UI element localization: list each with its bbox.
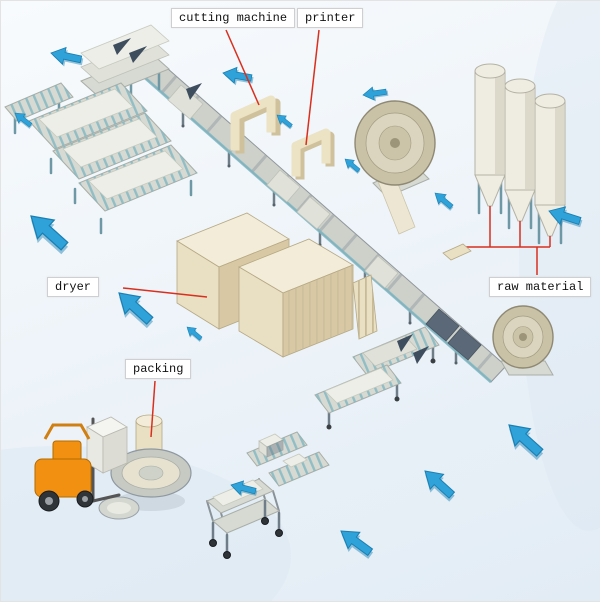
leader-packing xyxy=(150,380,156,438)
flow-arrow xyxy=(19,206,76,261)
raw-material-feed-pipes xyxy=(450,206,551,275)
label-dryer: dryer xyxy=(47,277,100,297)
label-printer: printer xyxy=(297,8,364,28)
flow-arrow xyxy=(333,522,379,565)
label-cutting-machine: cutting machine xyxy=(171,8,296,28)
flow-arrow xyxy=(361,84,390,104)
silo-2 xyxy=(504,78,536,230)
label-raw-material: raw material xyxy=(489,277,592,297)
silo-3 xyxy=(534,93,566,245)
leader-cutting-machine xyxy=(225,29,260,106)
forklift-load-box xyxy=(86,416,128,474)
printer-machine xyxy=(291,128,335,180)
dryer-unit xyxy=(176,212,378,358)
silo-1 xyxy=(474,63,506,215)
flow-arrow xyxy=(429,188,457,214)
label-leader-lines xyxy=(122,29,320,438)
board-storage-tables xyxy=(28,82,198,235)
small-transfer-tables xyxy=(246,431,330,487)
cutting-machine xyxy=(230,95,281,154)
leader-dryer xyxy=(122,287,208,298)
forklift xyxy=(34,416,128,512)
dryer-block-front xyxy=(238,238,354,358)
cross-transfer-conveyors xyxy=(314,326,440,430)
dryer-outfeed-slats xyxy=(352,274,378,340)
raw-material-silos xyxy=(442,63,566,275)
flow-arrow xyxy=(48,44,86,71)
feed-deflector xyxy=(442,243,472,261)
leader-printer xyxy=(305,29,320,146)
flow-arrow xyxy=(416,463,461,507)
infeed-roller-conveyor xyxy=(4,82,74,135)
label-packing: packing xyxy=(125,359,192,379)
flow-arrow xyxy=(182,322,206,345)
paper-roll-upper xyxy=(354,100,436,235)
paper-roll-lower xyxy=(492,305,554,376)
packing-machine xyxy=(98,414,192,520)
